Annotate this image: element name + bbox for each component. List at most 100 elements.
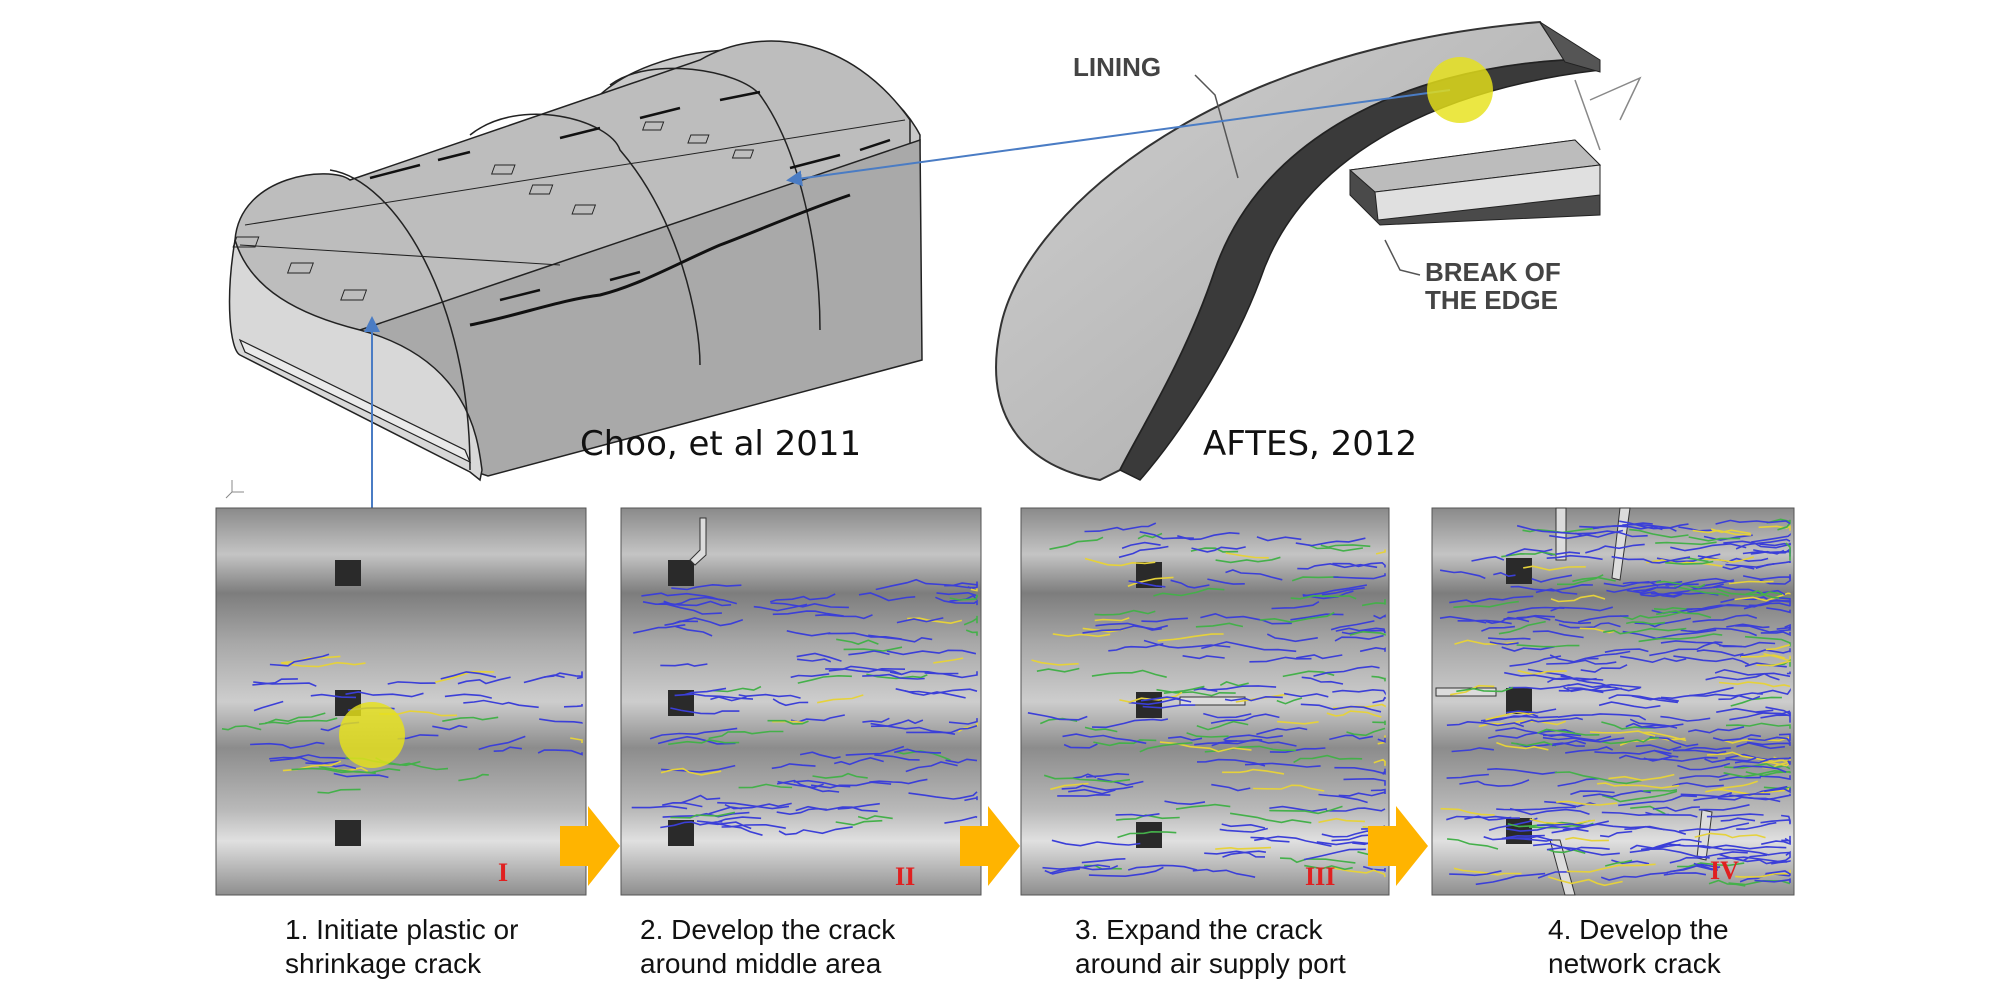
crack-mark <box>1618 754 1673 761</box>
crack-mark <box>1142 704 1196 709</box>
crack-mark <box>1656 610 1712 619</box>
crack-mark <box>1229 812 1312 824</box>
crack-mark <box>1313 665 1380 677</box>
crack-mark <box>945 758 978 764</box>
crack-mark <box>1249 656 1312 663</box>
crack-mark <box>670 811 736 819</box>
crack-mark <box>933 657 964 664</box>
crack-mark <box>1475 872 1546 886</box>
crack-mark <box>1332 561 1386 568</box>
crack-mark <box>1516 524 1596 535</box>
crack-mark <box>1608 773 1675 782</box>
crack-mark <box>1293 754 1363 764</box>
crack-mark <box>1704 757 1757 764</box>
crack-mark <box>1447 838 1499 850</box>
crack-mark <box>1108 643 1164 652</box>
crack-mark <box>1459 779 1530 787</box>
crack-mark <box>1719 853 1791 865</box>
crack-mark <box>675 625 713 637</box>
crack-mark <box>1551 739 1587 747</box>
crack-mark <box>269 756 340 765</box>
stage-caption-1-line1: 1. Initiate plastic or <box>285 914 519 945</box>
stage-caption-3-line2: around air supply port <box>1075 948 1346 979</box>
crack-mark <box>221 725 262 731</box>
citation-choo: Choo, et al 2011 <box>580 424 862 464</box>
crack-mark <box>1722 848 1791 856</box>
crack-mark <box>1549 654 1599 663</box>
crack-mark <box>1717 796 1781 803</box>
stage-caption-2: 2. Develop the crack around middle area <box>640 913 895 981</box>
crack-mark <box>1091 669 1167 678</box>
crack-mark <box>1672 782 1724 788</box>
crack-mark <box>1488 817 1538 831</box>
crack-mark <box>1704 556 1755 563</box>
crack-mark <box>1618 794 1697 807</box>
crack-mark <box>1751 532 1791 543</box>
stage-panel-2 <box>620 507 982 896</box>
label-break-line1: BREAK OF <box>1425 257 1561 287</box>
crack-mark <box>717 801 790 810</box>
crack-mark <box>1567 686 1641 692</box>
crack-mark <box>1760 711 1791 719</box>
crack-mark <box>1496 741 1549 751</box>
crack-mark <box>1756 660 1791 667</box>
crack-mark <box>1304 864 1353 871</box>
crack-mark <box>1736 742 1785 750</box>
crack-mark <box>1485 616 1530 625</box>
crack-mark <box>964 796 978 802</box>
citation-aftes: AFTES, 2012 <box>1203 424 1418 464</box>
crack-mark <box>1222 768 1285 775</box>
crack-mark <box>1531 574 1573 583</box>
crack-mark <box>1086 772 1130 778</box>
crack-mark <box>1638 633 1723 643</box>
crack-mark <box>935 596 978 606</box>
crack-mark <box>1194 740 1238 746</box>
crack-mark <box>1175 803 1231 810</box>
crack-mark <box>1736 821 1777 830</box>
crack-mark <box>1715 519 1791 525</box>
crack-mark <box>1516 644 1580 648</box>
crack-mark <box>1626 621 1665 625</box>
crack-mark <box>1758 525 1791 531</box>
crack-mark <box>1128 580 1166 588</box>
crack-mark <box>1335 627 1386 633</box>
crack-mark <box>668 739 740 746</box>
crack-mark <box>1558 622 1621 629</box>
crack-mark <box>680 794 721 804</box>
crack-mark <box>924 671 978 679</box>
crack-mark <box>1677 762 1731 771</box>
crack-mark <box>738 693 801 699</box>
crack-mark <box>1712 734 1762 742</box>
label-break-line2: THE EDGE <box>1425 285 1558 315</box>
crack-mark <box>1375 549 1386 555</box>
crack-mark <box>1713 585 1786 596</box>
crack-mark <box>1192 868 1256 878</box>
crack-mark <box>1679 773 1730 780</box>
crack-mark <box>1498 620 1546 635</box>
crack-mark <box>1091 718 1169 729</box>
crack-mark <box>1446 773 1489 779</box>
crack-mark <box>767 719 809 725</box>
crack-mark <box>1698 844 1787 850</box>
crack-mark <box>1449 595 1534 604</box>
crack-mark <box>1554 771 1642 785</box>
crack-mark <box>1565 746 1614 754</box>
crack-mark <box>1333 573 1386 580</box>
crack-mark <box>1084 522 1157 533</box>
crack-mark <box>1660 640 1742 648</box>
crack-mark <box>862 673 925 680</box>
crack-mark <box>1256 727 1308 736</box>
crack-mark <box>1604 648 1649 653</box>
crack-mark <box>387 681 436 685</box>
crack-mark <box>1735 538 1791 550</box>
crack-mark <box>1308 544 1364 552</box>
crack-mark <box>1207 578 1245 585</box>
crack-mark <box>835 819 883 826</box>
crack-mark <box>895 688 978 695</box>
crack-mark <box>1372 696 1386 704</box>
crack-mark <box>1190 547 1239 553</box>
crack-mark <box>706 821 752 830</box>
crack-mark <box>1735 625 1791 633</box>
crack-mark <box>738 783 793 789</box>
crack-mark <box>896 617 944 624</box>
